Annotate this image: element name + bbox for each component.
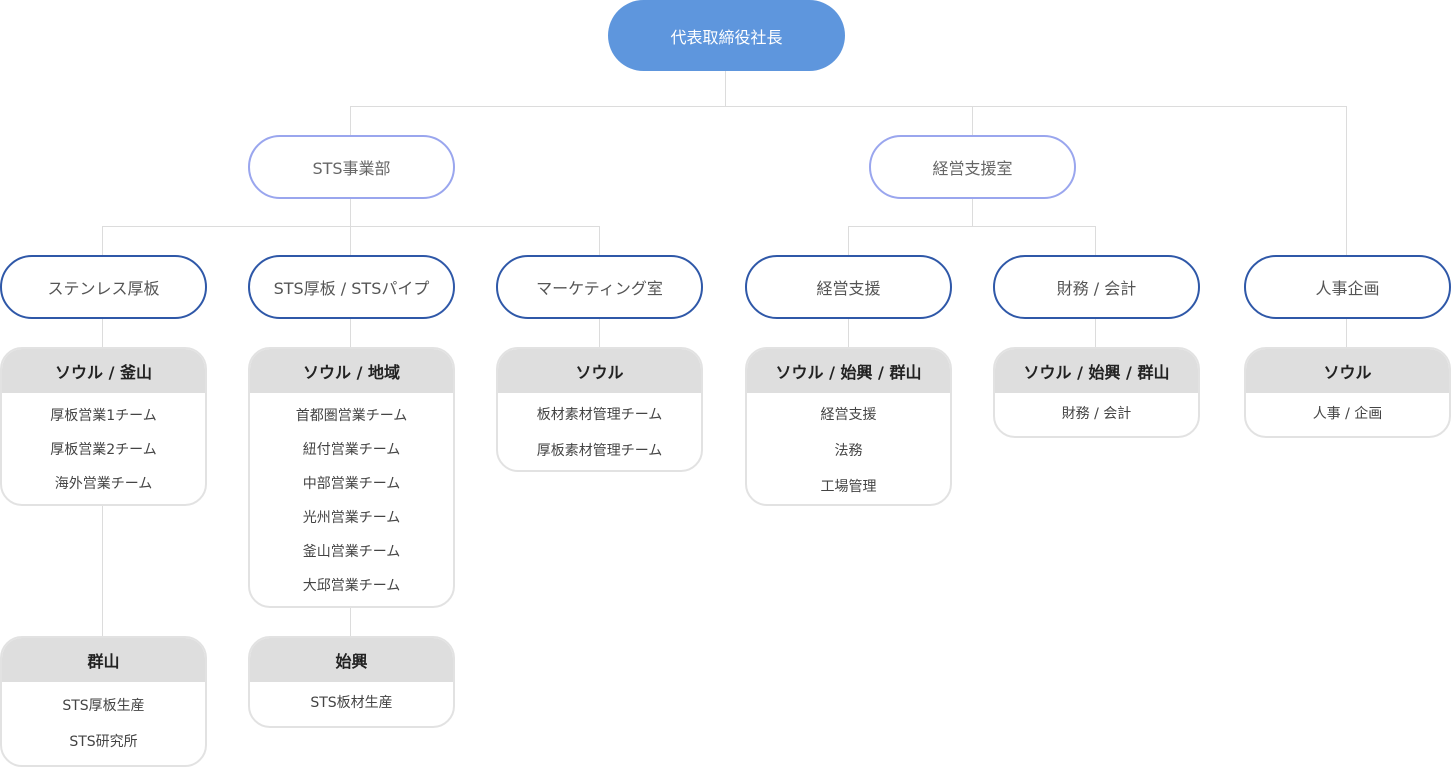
team-item: 中部営業チーム (302, 476, 401, 492)
management-division-label: 経営支援室 (932, 159, 1013, 178)
connector-line (102, 318, 103, 348)
card-title: ソウル (1246, 349, 1449, 393)
sts-pipe-dept-label: STS厚板 / STSパイプ (273, 279, 430, 298)
card-title: ソウル / 始興 / 群山 (995, 349, 1198, 393)
team-item: 紐付営業チーム (302, 442, 401, 458)
connector-line (848, 318, 849, 348)
team-item: 厚板素材管理チーム (536, 443, 663, 459)
team-item: 光州営業チーム (302, 510, 401, 526)
team-item: 厚板営業2チーム (50, 442, 157, 458)
management-division-node: 経営支援室 (869, 135, 1076, 199)
team-item: 経営支援 (820, 407, 877, 423)
team-item: 財務 / 会計 (1061, 406, 1132, 422)
connector-line (972, 106, 973, 136)
connector-line (350, 318, 351, 348)
connector-line (350, 198, 351, 226)
finance-dept-label: 財務 / 会計 (1056, 279, 1137, 298)
team-item: STS研究所 (69, 734, 138, 750)
team-item: 大邱営業チーム (302, 578, 401, 594)
connector-line (1346, 106, 1347, 256)
team-item: 法務 (834, 443, 863, 459)
card-title: ソウル / 始興 / 群山 (747, 349, 950, 393)
marketing-dept-label: マーケティング室 (536, 279, 663, 298)
ceo-label: 代表取締役社長 (670, 27, 783, 47)
connector-line (350, 607, 351, 637)
team-item: 首都圏営業チーム (295, 408, 408, 424)
hr-dept-node: 人事企画 (1244, 255, 1451, 319)
card-title: 群山 (2, 638, 205, 682)
finance-card: ソウル / 始興 / 群山 財務 / 会計 (993, 347, 1200, 438)
connector-line (1346, 318, 1347, 348)
card-title: ソウル / 釜山 (2, 349, 205, 393)
team-item: STS厚板生産 (62, 698, 145, 714)
connector-line (350, 226, 351, 256)
stainless-dept-label: ステンレス厚板 (47, 279, 160, 298)
team-item: 工場管理 (820, 479, 877, 495)
hr-dept-label: 人事企画 (1315, 279, 1380, 298)
stainless-dept-node: ステンレス厚板 (0, 255, 207, 319)
connector-line (350, 106, 351, 136)
sts-division-node: STS事業部 (248, 135, 455, 199)
seoul-busan-card: ソウル / 釜山 厚板営業1チーム 厚板営業2チーム 海外営業チーム (0, 347, 207, 506)
ceo-node: 代表取締役社長 (608, 0, 845, 71)
connector-line (1095, 318, 1096, 348)
siheung-card: 始興 STS板材生産 (248, 636, 455, 728)
mgmt-support-dept-node: 経営支援 (745, 255, 952, 319)
seoul-marketing-card: ソウル 板材素材管理チーム 厚板素材管理チーム (496, 347, 703, 472)
hr-card: ソウル 人事 / 企画 (1244, 347, 1451, 438)
finance-dept-node: 財務 / 会計 (993, 255, 1200, 319)
seoul-region-card: ソウル / 地域 首都圏営業チーム 紐付営業チーム 中部営業チーム 光州営業チー… (248, 347, 455, 608)
team-item: 厚板営業1チーム (50, 408, 157, 424)
connector-line (972, 198, 973, 226)
mgmt-support-card: ソウル / 始興 / 群山 経営支援 法務 工場管理 (745, 347, 952, 506)
mgmt-support-dept-label: 経営支援 (816, 279, 881, 298)
connector-line (848, 226, 1096, 227)
team-item: 釜山営業チーム (302, 544, 401, 560)
team-item: 海外営業チーム (54, 476, 153, 492)
connector-line (599, 318, 600, 348)
card-title: 始興 (250, 638, 453, 682)
card-title: ソウル / 地域 (250, 349, 453, 393)
connector-line (350, 106, 1347, 107)
team-item: 板材素材管理チーム (536, 407, 663, 423)
sts-pipe-dept-node: STS厚板 / STSパイプ (248, 255, 455, 319)
gunsan-card: 群山 STS厚板生産 STS研究所 (0, 636, 207, 767)
sts-division-label: STS事業部 (312, 159, 391, 178)
connector-line (599, 226, 600, 256)
connector-line (725, 70, 726, 106)
marketing-dept-node: マーケティング室 (496, 255, 703, 319)
connector-line (848, 226, 849, 256)
connector-line (102, 226, 103, 256)
team-item: 人事 / 企画 (1312, 406, 1383, 422)
connector-line (102, 505, 103, 637)
connector-line (1095, 226, 1096, 256)
card-title: ソウル (498, 349, 701, 393)
team-item: STS板材生産 (310, 695, 393, 711)
